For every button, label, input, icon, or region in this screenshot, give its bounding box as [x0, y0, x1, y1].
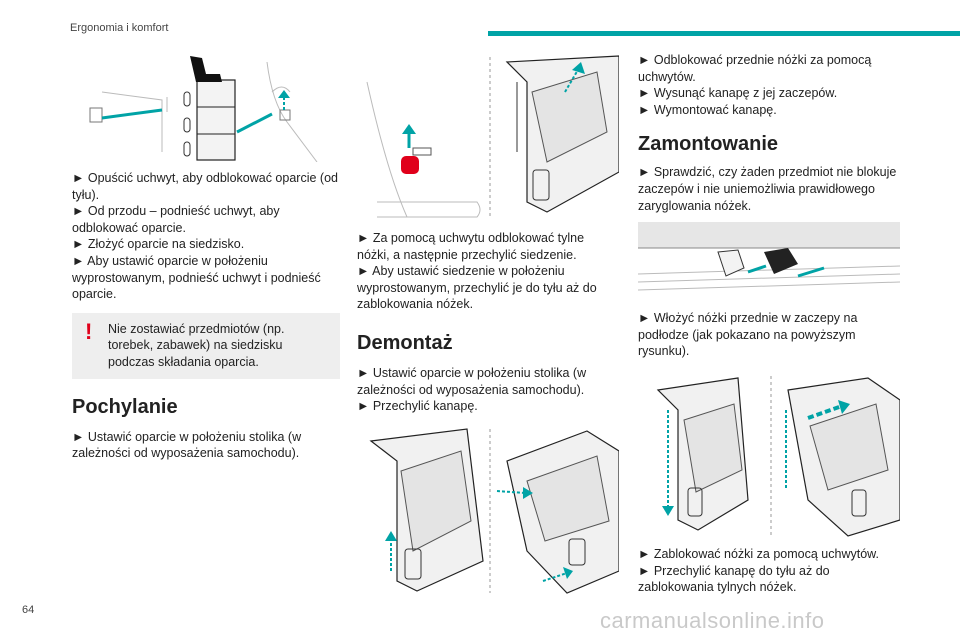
step-text: ► Złożyć oparcie na siedzisko. [72, 237, 245, 252]
column-1: ► Opuścić uchwyt, aby odblokować oparcie… [72, 52, 340, 462]
step-text: ► Aby ustawić oparcie w położeniu wypros… [72, 253, 321, 302]
column-2: ► Za pomocą uchwytu odblokować tylne nóż… [357, 52, 619, 604]
lock-legs-illustration [638, 369, 900, 538]
step-text: ► Sprawdzić, czy żaden przedmiot nie blo… [638, 165, 897, 213]
step-text: ► Wysunąć kanapę z jej zaczepów. [638, 86, 838, 101]
warning-icon: ! [85, 318, 93, 344]
step-text: ► Ustawić oparcie w położeniu stolika (w… [72, 429, 302, 461]
step-text: ► Wymontować kanapę. [638, 102, 777, 117]
step-text: ► Przechylić kanapę. [357, 399, 478, 414]
step-text: ► Odblokować przednie nóżki za pomocą uc… [638, 53, 872, 84]
warning-text: Nie zostawiać przedmiotów (np. torebek, … [108, 321, 285, 369]
running-header: Ergonomia i komfort [70, 22, 169, 34]
page-number: 64 [22, 604, 35, 616]
step-text: ► Przechylić kanapę do tyłu aż do zablok… [638, 563, 830, 595]
step-text: ► Od przodu – podnieść uchwyt, aby odblo… [72, 204, 280, 235]
section-heading: Zamontowanie [638, 133, 779, 156]
step-text: ► Aby ustawić siedzenie w położeniu wypr… [357, 264, 597, 312]
warning-box: ! Nie zostawiać przedmiotów (np. torebek… [72, 312, 340, 379]
seat-backrest-unlock-illustration [72, 52, 340, 162]
watermark: carmanualsonline.info [600, 608, 825, 633]
column-3: ► Odblokować przednie nóżki za pomocą uc… [638, 52, 900, 596]
step-text: ► Zablokować nóżki za pomocą uchwytów. [638, 546, 879, 561]
step-text: ► Opuścić uchwyt, aby odblokować oparcie… [72, 171, 338, 202]
step-text: ► Włożyć nóżki przednie w zaczepy na pod… [638, 311, 858, 359]
header-accent-bar [488, 31, 960, 36]
section-heading: Demontaż [357, 331, 453, 354]
step-text: ► Za pomocą uchwytu odblokować tylne nóż… [357, 231, 585, 262]
floor-anchors-illustration [638, 222, 900, 303]
tilt-bench-illustration [357, 420, 619, 596]
section-heading: Pochylanie [72, 395, 178, 418]
rear-legs-unlock-illustration [357, 52, 619, 222]
step-text: ► Ustawić oparcie w położeniu stolika (w… [357, 365, 587, 397]
